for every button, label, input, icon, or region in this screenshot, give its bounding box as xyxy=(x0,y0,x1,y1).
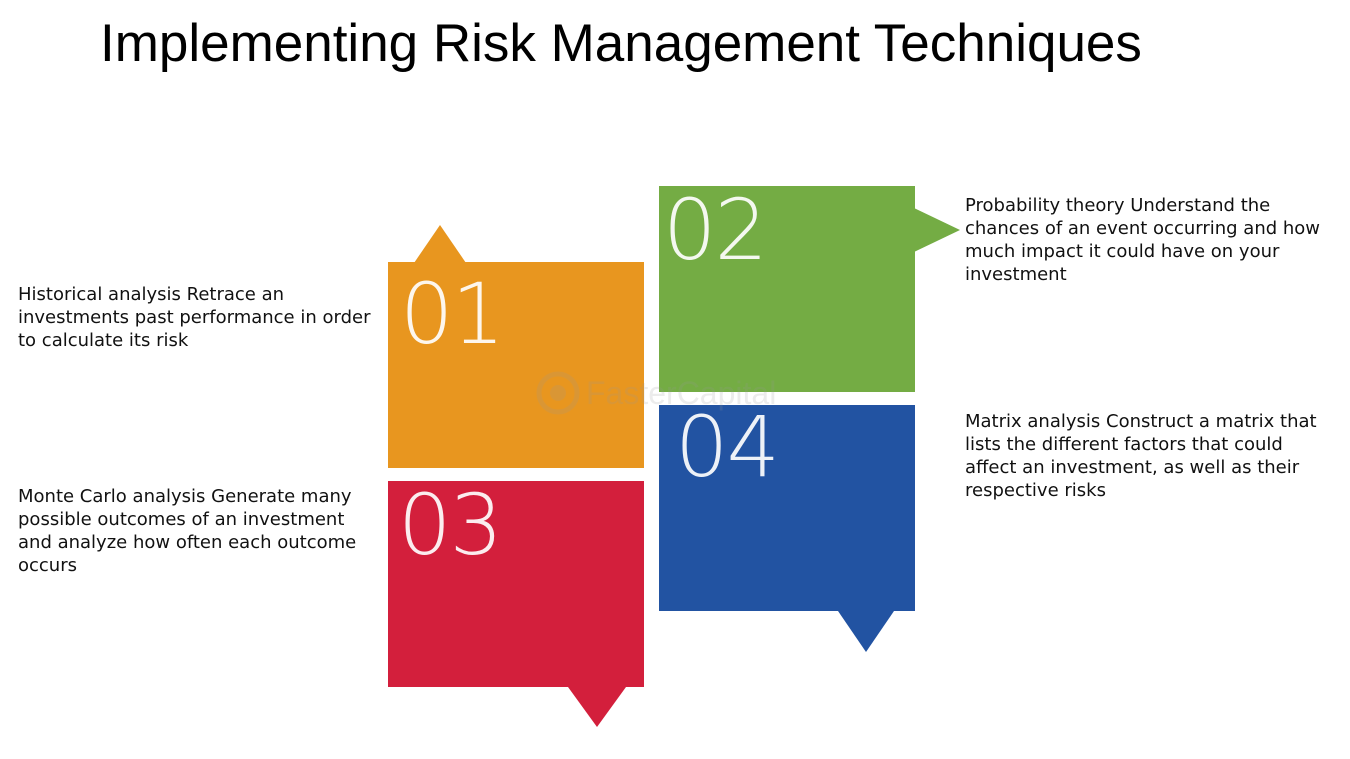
block-03: 03 xyxy=(388,481,644,687)
block-04-pointer xyxy=(838,611,894,652)
step-02-description: Probability theory Understand the chance… xyxy=(965,195,1321,285)
fastercapital-watermark-logo: FasterCapital xyxy=(536,371,776,415)
step-03-description: Monte Carlo analysis Generate many possi… xyxy=(18,486,357,576)
block-02-number: 02 xyxy=(663,181,768,279)
block-04: 04 xyxy=(659,405,915,611)
block-02-pointer xyxy=(914,208,960,252)
page-title: Implementing Risk Management Techniques xyxy=(100,14,1142,73)
block-02: 02 xyxy=(659,186,915,392)
block-01: 01 xyxy=(388,262,644,468)
block-04-number: 04 xyxy=(675,398,780,496)
block-03-number: 03 xyxy=(398,476,503,574)
watermark-text: FasterCapital xyxy=(586,375,776,411)
block-03-pointer xyxy=(568,687,626,727)
block-01-number: 01 xyxy=(400,265,505,363)
step-04-description: Matrix analysis Construct a matrix that … xyxy=(965,411,1317,501)
step-01-description: Historical analysis Retrace an investmen… xyxy=(18,284,371,351)
block-01-pointer xyxy=(414,225,466,263)
